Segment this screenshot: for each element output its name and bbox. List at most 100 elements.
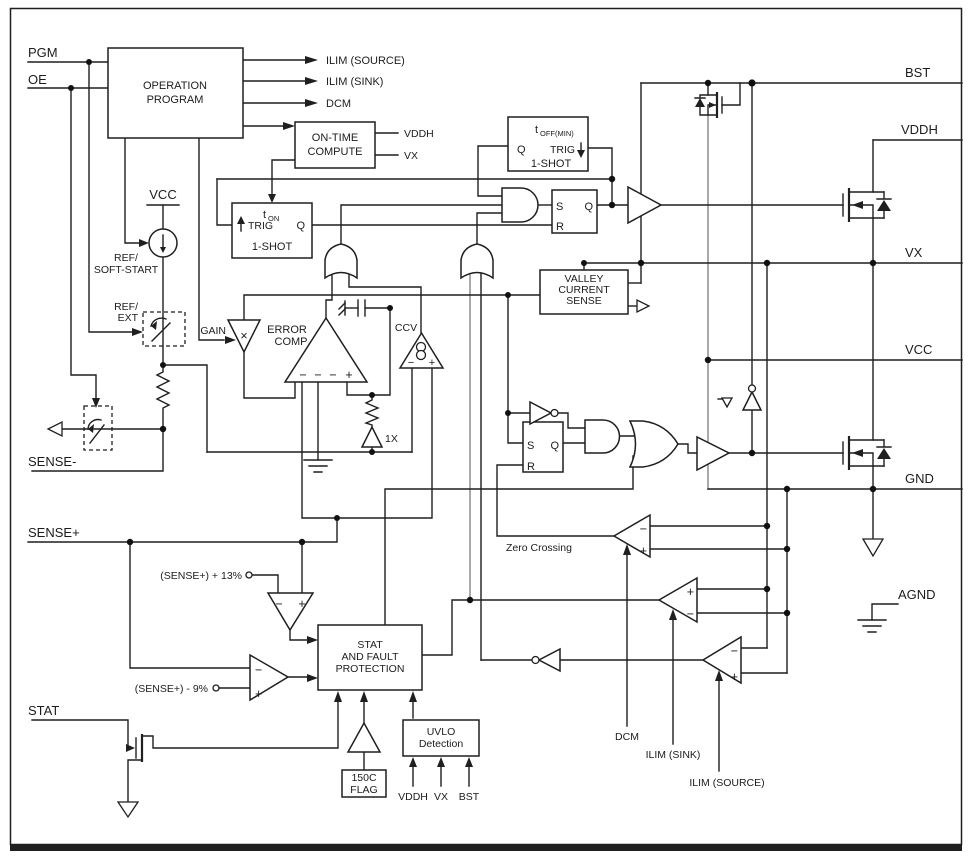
ovp-comparator: − + — [266, 592, 315, 632]
t-on-one-shot-label: 1-SHOT — [252, 241, 293, 253]
bst-refresh-mosfet — [695, 92, 723, 118]
zc-plus: + — [640, 544, 647, 558]
ilim-sink-comparator: + − — [657, 576, 698, 624]
ls-latch-q: Q — [550, 440, 559, 452]
ls-sr-latch: S Q R — [522, 421, 564, 473]
hs-latch-s: S — [556, 201, 563, 213]
error-comp-minus-3: − — [329, 368, 336, 382]
uvlo-label-2: Detection — [419, 738, 464, 750]
operation-program-block: OPERATION PROGRAM — [107, 47, 244, 139]
pin-label-sense-minus: SENSE- — [28, 454, 76, 469]
ref-soft-start-label-2: SOFT-START — [94, 264, 159, 276]
circuit-wiring — [27, 59, 963, 803]
signal-arrows — [268, 56, 723, 767]
uvlo-in-vx-label: VX — [434, 791, 448, 803]
diagram-frame — [9, 7, 963, 851]
ccv-plus: + — [429, 357, 435, 369]
pin-label-agnd: AGND — [898, 587, 936, 602]
t-on-q-label: Q — [296, 220, 305, 232]
ls-gate-driver — [696, 435, 731, 472]
low-side-mosfet — [842, 436, 891, 470]
ccv-minus: − — [408, 357, 414, 369]
vcs-label-1: VALLEY — [565, 273, 604, 285]
high-side-mosfet — [842, 188, 891, 222]
ilim-source-in-label: ILIM (SOURCE) — [689, 777, 764, 789]
hs-latch-q: Q — [584, 201, 593, 213]
otc-vddh-label: VDDH — [404, 128, 434, 140]
otc-vx-label: VX — [404, 150, 418, 162]
uvlo-detection-block: UVLO Detection — [402, 719, 480, 757]
t-off-trig-label: TRIG — [550, 144, 575, 156]
valley-current-sense-block: VALLEY CURRENT SENSE — [539, 269, 651, 315]
150c-flag-block: 150C FLAG — [341, 769, 387, 798]
hs-sr-latch: S Q R — [551, 189, 598, 234]
t-on-symbol: t — [263, 209, 266, 221]
uvlo-in-bst-label: BST — [459, 791, 480, 803]
sense-select-switch — [46, 398, 113, 451]
ilim-sink-in-label: ILIM (SINK) — [646, 749, 701, 761]
ref-soft-start-label-1: REF/ — [114, 252, 138, 264]
ilim-source-comparator: − + — [701, 635, 742, 685]
pin-label-gnd: GND — [905, 471, 934, 486]
gain-multiplier: × GAIN — [200, 319, 262, 354]
ovp-minus: − — [275, 597, 282, 611]
source-plus: + — [731, 670, 738, 684]
error-comp-label-1: ERROR — [267, 324, 307, 336]
pin-label-bst: BST — [905, 65, 930, 80]
pin-label-vx: VX — [905, 245, 923, 260]
stat-fault-label-1: STAT — [357, 639, 383, 651]
vcs-label-2: CURRENT — [558, 284, 610, 296]
vcs-label-3: SENSE — [566, 295, 602, 307]
operation-program-label-1: OPERATION — [143, 80, 207, 92]
ccv-label: CCV — [395, 322, 417, 334]
on-time-compute-label-1: ON-TIME — [312, 132, 358, 144]
uvp-plus: + — [255, 687, 262, 701]
flag-label-2: FLAG — [350, 784, 377, 796]
ls-latch-s: S — [527, 440, 534, 452]
t-on-one-shot-block: t ON TRIG Q 1-SHOT — [231, 202, 313, 259]
gain-label: GAIN — [200, 325, 226, 337]
t-off-min-one-shot-block: t OFF(MIN) Q TRIG 1-SHOT — [507, 116, 589, 172]
t-on-subscript: ON — [268, 214, 279, 223]
pin-label-oe: OE — [28, 72, 47, 87]
ilim-source-inverter — [531, 647, 561, 673]
t-off-q-label: Q — [517, 144, 526, 156]
ovp-plus: + — [298, 597, 305, 611]
bst-refresh-buffer — [720, 384, 763, 411]
pin-labels: PGM OE SENSE- SENSE+ STAT BST VDDH VX VC… — [28, 45, 938, 718]
uvp-minus: − — [255, 663, 262, 677]
ls-and-gate — [584, 419, 621, 454]
unity-gain-label: 1X — [385, 433, 398, 445]
error-comp-minus-2: − — [314, 368, 321, 382]
sense-plus-13-label: (SENSE+) + 13% — [160, 570, 242, 582]
hs-and-gate — [501, 187, 539, 223]
t-off-symbol: t — [535, 124, 538, 136]
hs-latch-r: R — [556, 221, 564, 233]
vcc-internal-label: VCC — [149, 187, 176, 202]
threshold-taps — [212, 571, 253, 692]
soft-start-current-source: REF/ SOFT-START — [94, 228, 178, 276]
pin-label-vcc: VCC — [905, 342, 932, 357]
t-on-trig-label: TRIG — [248, 220, 273, 232]
error-comp-label-2: COMP — [275, 336, 308, 348]
ls-inverter — [529, 400, 559, 426]
error-comp-minus-1: − — [299, 368, 306, 382]
or-gate-pwm — [324, 243, 358, 280]
ilim-source-out-label: ILIM (SOURCE) — [326, 55, 405, 67]
stat-open-drain-mosfet — [116, 734, 144, 819]
ilim-sink-out-label: ILIM (SINK) — [326, 76, 383, 88]
pin-label-sense-plus: SENSE+ — [28, 525, 80, 540]
ref-ext-switch: REF/ EXT — [114, 301, 186, 347]
zero-crossing-comparator: − + Zero Crossing — [506, 513, 651, 559]
source-minus: − — [731, 644, 738, 658]
ref-ext-label-1: REF/ — [114, 301, 138, 313]
uvlo-label-1: UVLO — [427, 726, 456, 738]
t-off-one-shot-label: 1-SHOT — [531, 158, 572, 170]
dcm-out-label: DCM — [326, 98, 351, 110]
operation-program-label-2: PROGRAM — [147, 94, 204, 106]
flag-label-1: 150C — [351, 772, 377, 784]
stat-fault-label-2: AND FAULT — [342, 651, 400, 663]
dcm-in-label: DCM — [615, 731, 639, 743]
